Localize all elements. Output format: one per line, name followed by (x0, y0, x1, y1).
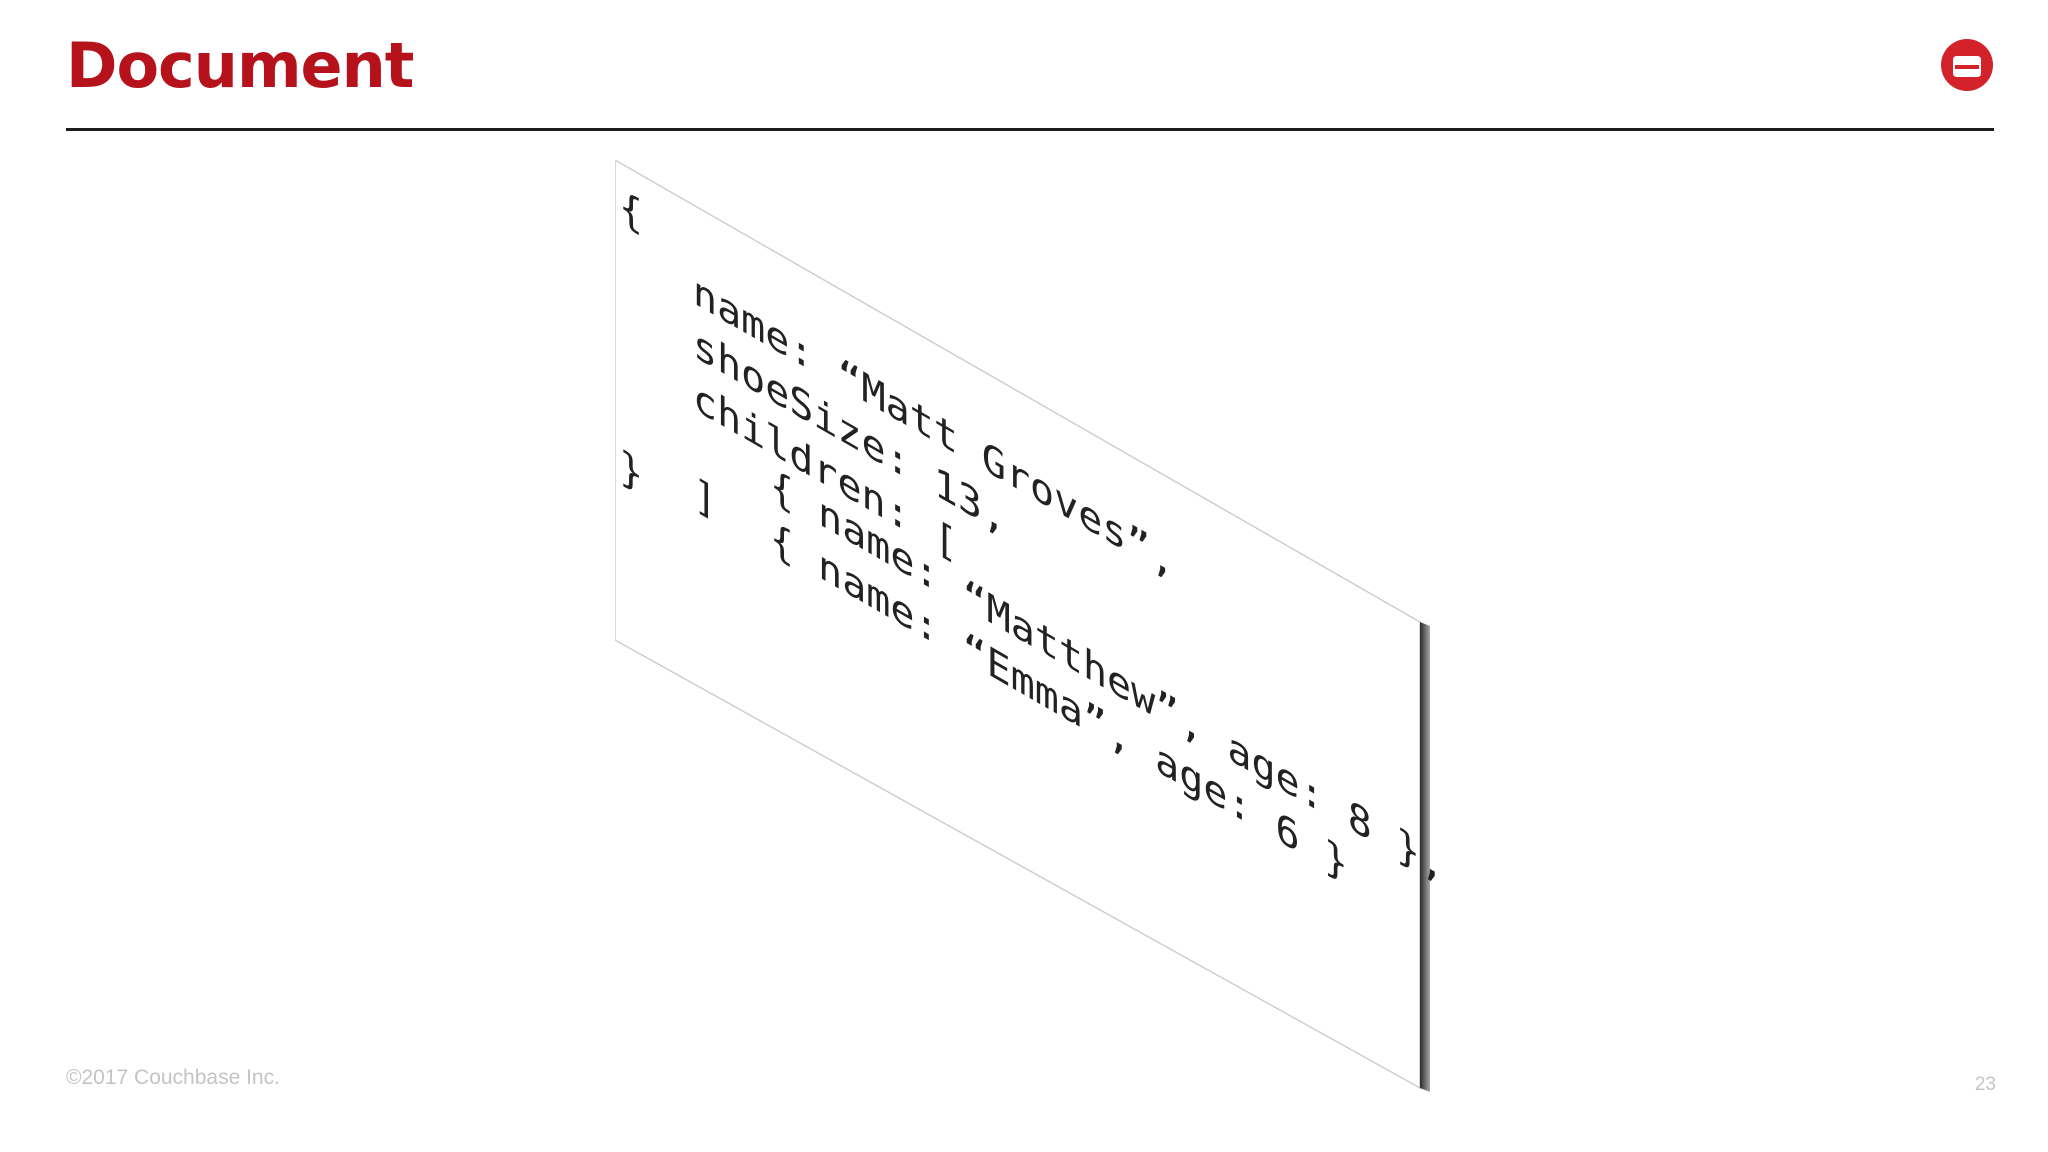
slide-title: Document (66, 29, 414, 102)
title-divider (66, 128, 1994, 131)
couchbase-logo-icon (1941, 39, 1993, 91)
page-number: 23 (1974, 1074, 1996, 1095)
footer-copyright: ©2017 Couchbase Inc. (66, 1066, 280, 1089)
isometric-json-document: { name: “Matt Groves”, shoeSize: 13, chi… (615, 160, 1435, 1092)
document-edge (1420, 622, 1430, 1092)
